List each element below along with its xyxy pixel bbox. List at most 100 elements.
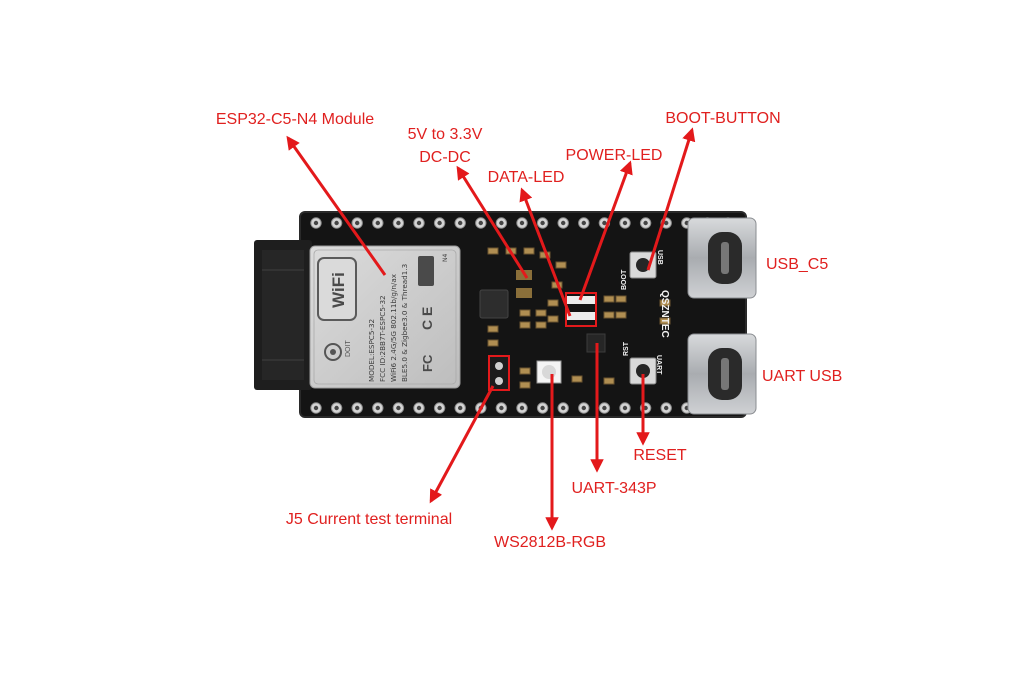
smd-component [535, 309, 547, 317]
label-data-led: DATA-LED [488, 169, 565, 186]
rst-silk: RST [623, 341, 630, 356]
arrow-module [286, 135, 387, 276]
wifi-badge-text: WiFi [329, 272, 348, 308]
module-model-line: MODEL:ESPC5-32 [367, 319, 376, 382]
pin-hole [664, 405, 669, 411]
smd-component [659, 299, 671, 307]
pin-hole [519, 405, 525, 411]
pin-hole [334, 220, 339, 226]
module-brand: DOIT [345, 340, 352, 357]
pin-hole [334, 405, 339, 411]
arrow-boot [646, 127, 696, 271]
module-variant: N4 [442, 254, 449, 262]
pin-hole [622, 405, 628, 411]
arrow-dcdc [456, 165, 529, 279]
pin-hole [375, 220, 380, 226]
label-ws2812: WS2812B-RGB [494, 534, 606, 551]
label-reset: RESET [633, 447, 687, 464]
label-module: ESP32-C5-N4 Module [216, 111, 374, 128]
left-connector [254, 240, 312, 390]
label-power-led: POWER-LED [566, 147, 663, 164]
smd-component [603, 295, 615, 303]
doit-logo: DOIT [324, 340, 352, 361]
esp32-module: WiFi DOIT MODEL:ESPC5-32 FCC ID:2BB7T-ES… [309, 245, 461, 389]
smd-component [519, 309, 531, 317]
annotation-arrows [286, 127, 696, 531]
pin-hole [664, 220, 669, 226]
pin-hole [313, 220, 319, 226]
passive-components [487, 247, 671, 389]
smd-component [523, 247, 535, 255]
label-j5: J5 Current test terminal [286, 511, 452, 528]
usb-c5-connector [687, 217, 757, 299]
uart-usb-connector [687, 333, 757, 415]
pin-hole [437, 405, 442, 411]
pin-header-top [310, 217, 734, 229]
pin-hole [396, 405, 401, 411]
pin-hole [561, 220, 566, 226]
label-boot-button: BOOT-BUTTON [665, 110, 780, 127]
pin-hole [499, 220, 504, 226]
smd-component [487, 325, 499, 333]
smd-component [519, 381, 531, 389]
smd-component [487, 339, 499, 347]
smd-component [547, 315, 559, 323]
smd-component [571, 375, 583, 383]
pin-hole [416, 220, 422, 226]
pin-hole [458, 220, 463, 226]
smd-component [487, 247, 499, 255]
smd-component [519, 321, 531, 329]
module-wifi-line: WiFi6 2.4G/5G 802.11b/g/n/ax [389, 273, 398, 382]
pin-hole [581, 220, 586, 226]
pin-hole [355, 220, 360, 226]
pin-hole [643, 220, 648, 226]
pin-hole [313, 405, 319, 411]
uart-silk: UART [655, 355, 662, 375]
pin-hole [437, 220, 442, 226]
board-brand: QSZNTEC [659, 290, 670, 338]
pin-hole [622, 220, 628, 226]
label-uart-chip: UART-343P [571, 480, 656, 497]
smd-component [603, 311, 615, 319]
ws2812-rgb-led [536, 360, 562, 384]
pin-hole [581, 405, 586, 411]
label-dcdc-line2: DC-DC [419, 149, 471, 166]
module-ble-line: BLE5.0 & Zigbee3.0 & Thread1.3 [400, 264, 409, 382]
pin-hole [602, 220, 607, 226]
pin-hole [478, 220, 483, 226]
pin-hole [519, 220, 525, 226]
pin-hole [355, 405, 360, 411]
pin-hole [499, 405, 504, 411]
arrow-data-led [519, 187, 572, 317]
smd-component [547, 299, 559, 307]
module-fcc-line: FCC ID:2BB7T-ESPC5-32 [378, 295, 387, 382]
reset-button: RST [623, 341, 657, 385]
certification-marks: C E FC [418, 256, 435, 372]
arrow-j5 [429, 385, 495, 504]
boot-silk: BOOT [621, 269, 628, 290]
boot-button: BOOT [621, 251, 657, 290]
label-dcdc-line1: 5V to 3.3V [408, 126, 483, 143]
ce-mark: C E [419, 307, 435, 330]
pin-hole [416, 405, 422, 411]
fc-mark: FC [420, 354, 435, 372]
pin-hole [540, 220, 545, 226]
smd-component [615, 295, 627, 303]
pin-hole [375, 405, 380, 411]
j5-terminal [488, 355, 510, 391]
smd-component [519, 367, 531, 375]
pin-hole [602, 405, 607, 411]
pin-header-bottom [310, 402, 734, 414]
pin-hole [458, 405, 463, 411]
smd-component [615, 311, 627, 319]
smd-component [659, 317, 671, 325]
smd-component [555, 261, 567, 269]
smd-component [535, 321, 547, 329]
arrow-power-led [578, 160, 633, 301]
pin-hole [540, 405, 545, 411]
usb-silk: USB [656, 250, 663, 265]
wifi-logo: WiFi [317, 257, 357, 321]
pin-hole [561, 405, 566, 411]
pin-hole [396, 220, 401, 226]
